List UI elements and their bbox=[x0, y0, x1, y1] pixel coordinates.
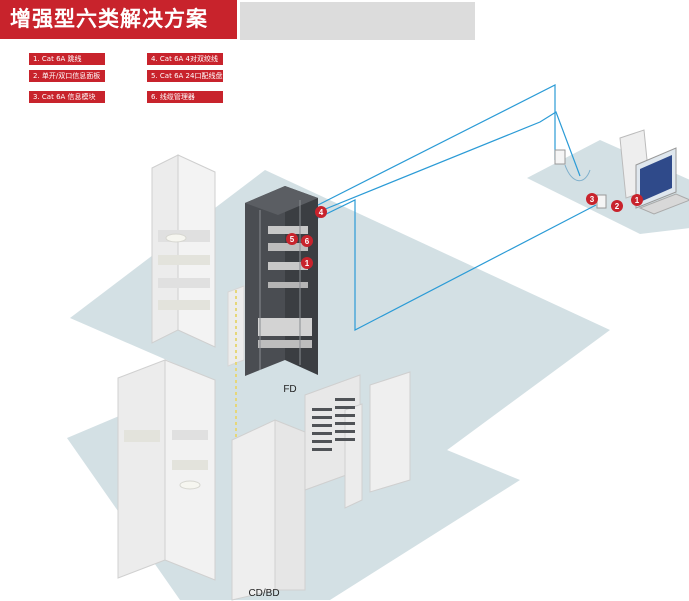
marker-ws-3 bbox=[586, 193, 598, 205]
marker-rack-5 bbox=[286, 233, 298, 245]
svg-text:1: 1 bbox=[305, 259, 310, 268]
fd-label: FD bbox=[283, 384, 296, 395]
lower-light-racks bbox=[117, 359, 411, 601]
marker-rack-4 bbox=[315, 206, 327, 218]
svg-text:1: 1 bbox=[635, 196, 640, 205]
legend-item-faceplate: 2. 单开/双口信息面板 bbox=[29, 70, 105, 82]
svg-text:4: 4 bbox=[319, 208, 324, 217]
rack-markers: 4 5 6 1 bbox=[286, 206, 327, 269]
svg-text:2: 2 bbox=[615, 202, 620, 211]
marker-ws-2 bbox=[611, 200, 623, 212]
legend-item-cable: 4. Cat 6A 4对双绞线 bbox=[147, 53, 223, 65]
title-placeholder-box bbox=[240, 2, 475, 40]
svg-text:3: 3 bbox=[590, 195, 595, 204]
svg-text:5: 5 bbox=[290, 235, 295, 244]
floor-faceplate bbox=[596, 194, 607, 209]
legend-item-patch-panel: 5. Cat 6A 24口配线盘 bbox=[147, 70, 223, 82]
marker-rack-1 bbox=[301, 257, 313, 269]
cdbd-label: CD/BD bbox=[248, 588, 279, 599]
legend-item-module: 3. Cat 6A 信息模块 bbox=[29, 91, 105, 103]
page-title: 增强型六类解决方案 bbox=[0, 0, 237, 39]
legend-item-cable-manager: 6. 线缆管理器 bbox=[147, 91, 223, 103]
wall-faceplate bbox=[554, 149, 566, 165]
marker-ws-1 bbox=[631, 194, 643, 206]
workstation bbox=[554, 129, 689, 215]
svg-text:6: 6 bbox=[305, 237, 310, 246]
legend-item-patch-cord: 1. Cat 6A 跳线 bbox=[29, 53, 105, 65]
workstation-markers: 3 2 1 bbox=[586, 193, 643, 212]
fd-rack bbox=[245, 186, 318, 376]
horizontal-cables bbox=[317, 84, 597, 331]
marker-rack-6 bbox=[301, 235, 313, 247]
